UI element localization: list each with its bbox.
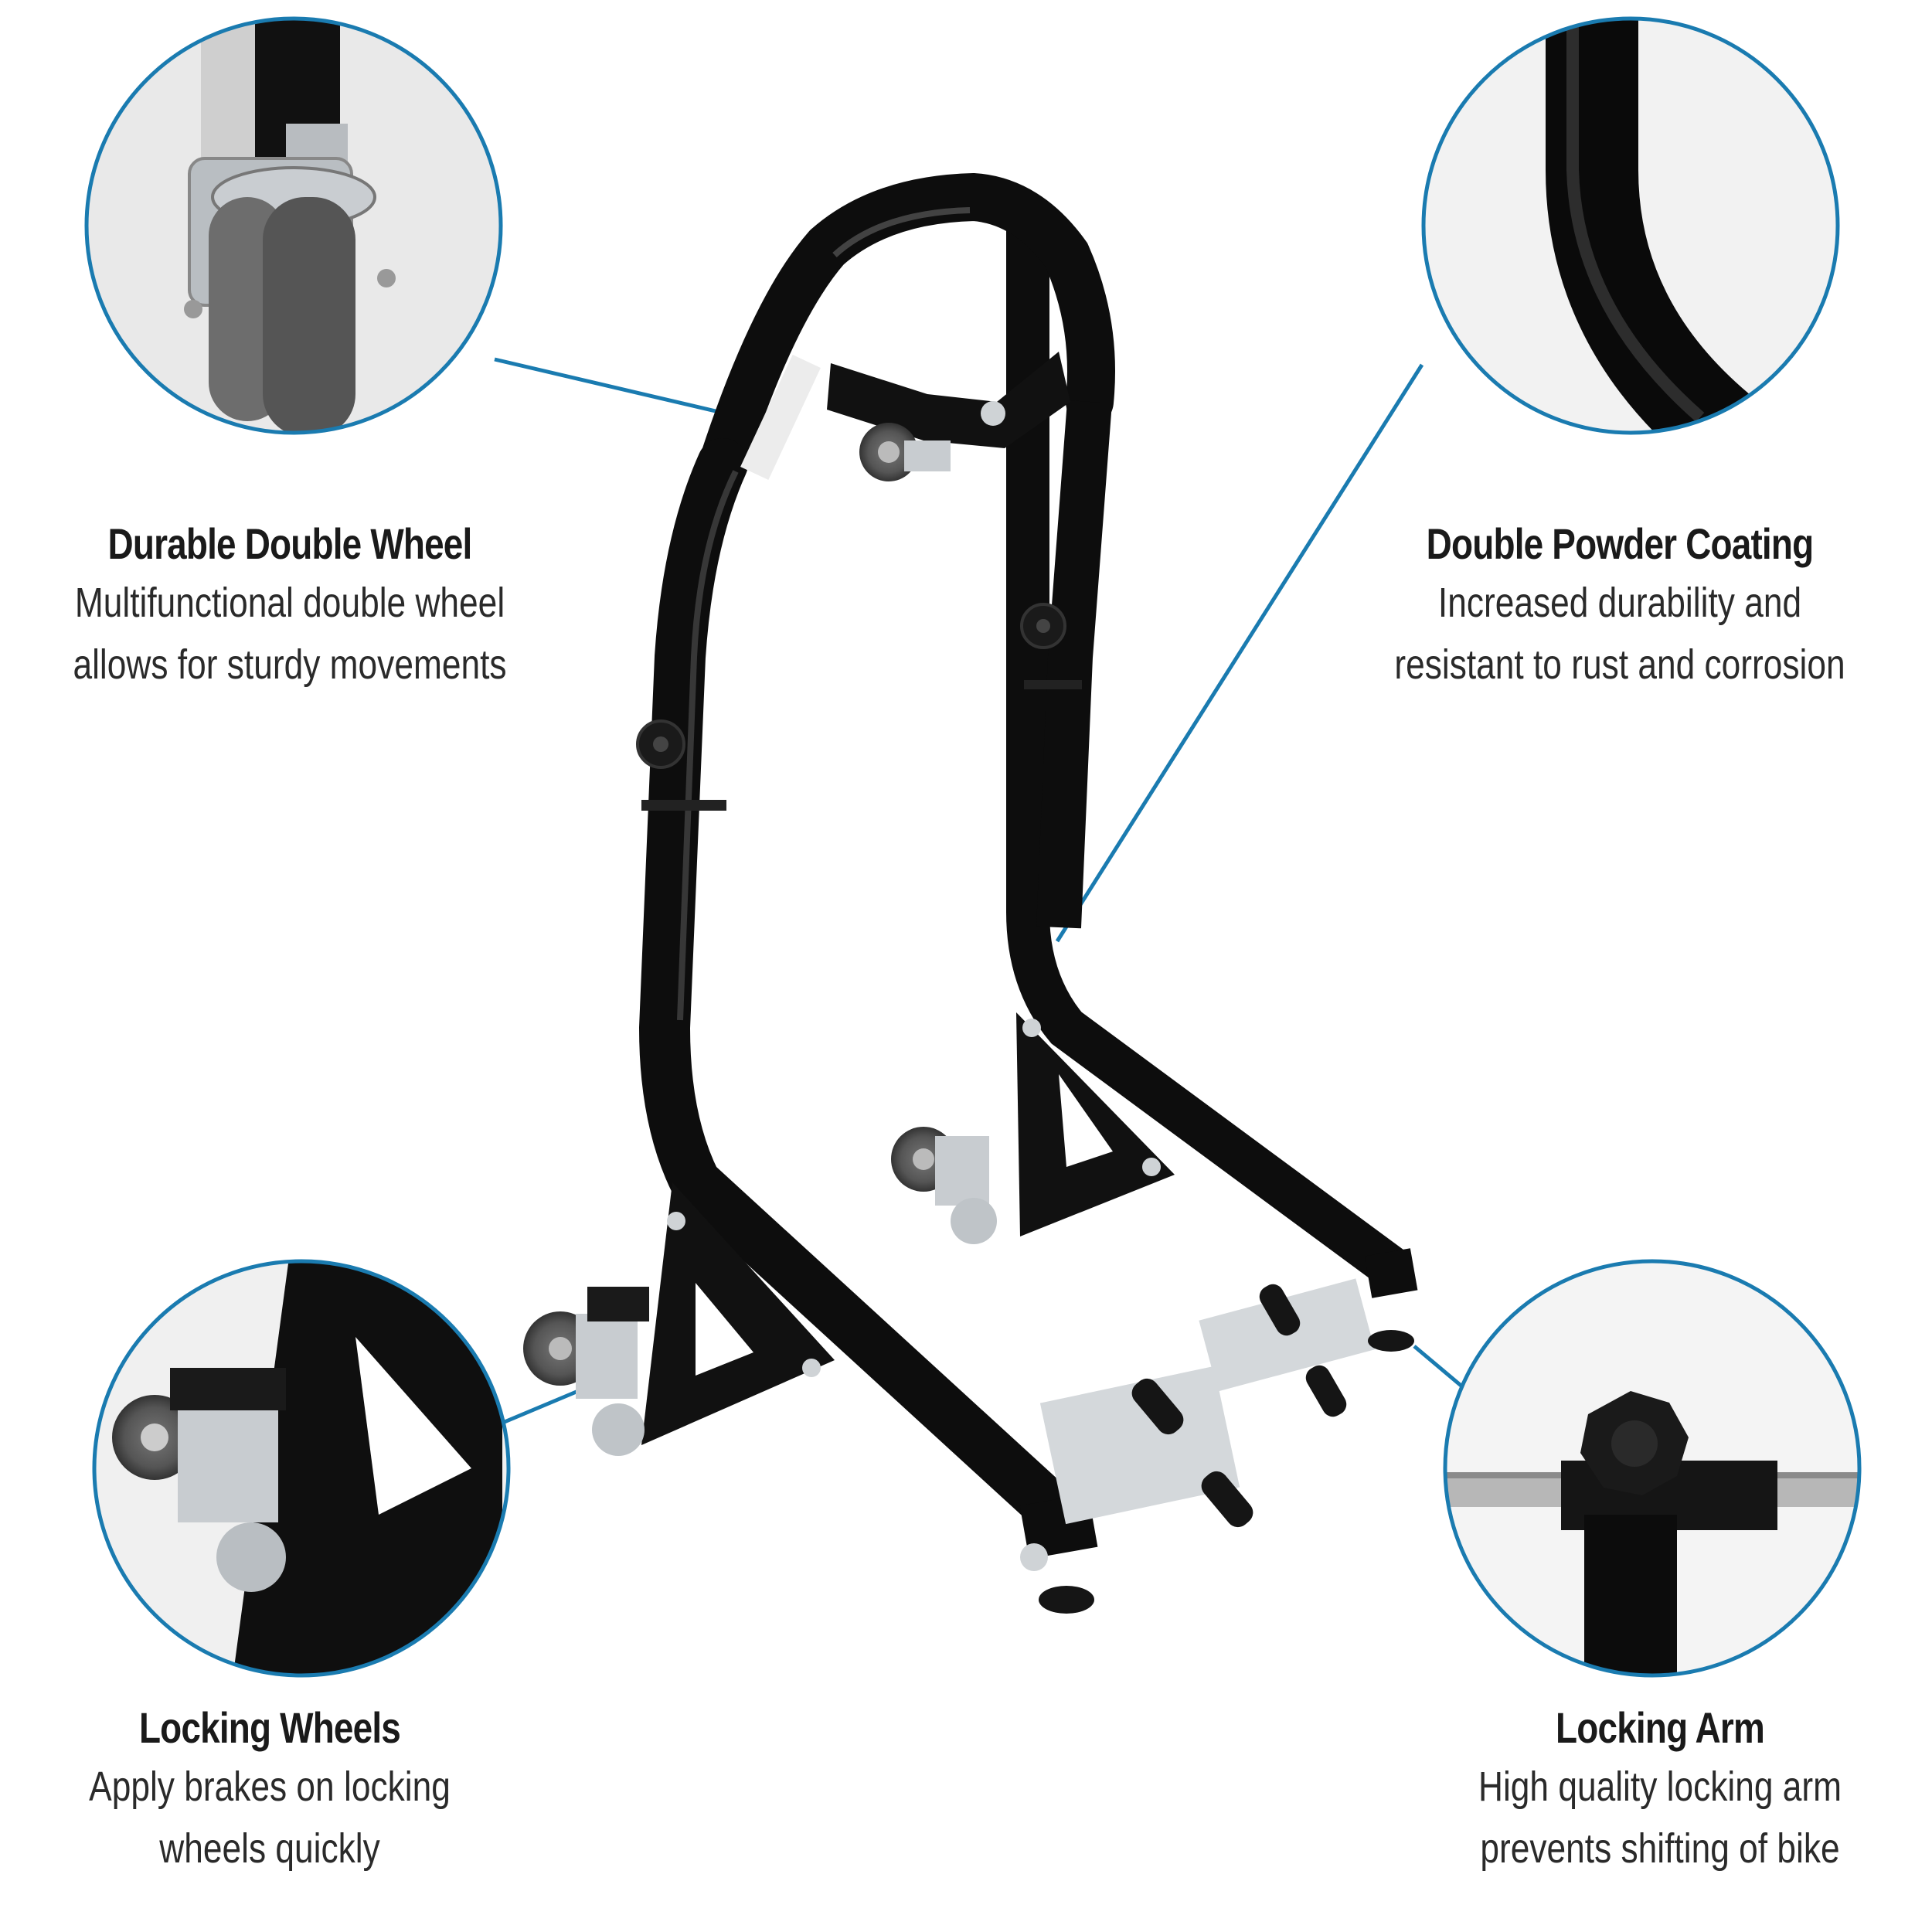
stand-right-upper-tube — [1036, 400, 1112, 929]
callout-locking-wheels: Locking Wheels Apply brakes on locking w… — [0, 1700, 579, 1879]
detail-double-wheel-photo — [84, 16, 503, 435]
warning-sticker — [740, 355, 821, 480]
front-foot-knob — [1039, 1586, 1094, 1614]
callout-desc-line: resistant to rust and corrosion — [1394, 641, 1845, 688]
detail-locking-wheels-photo — [92, 1259, 511, 1678]
callout-locking-arm: Locking Arm High quality locking arm pre… — [1351, 1700, 1932, 1879]
callout-desc-line: allows for sturdy movements — [73, 641, 507, 688]
rear-end-cap — [1364, 1248, 1418, 1298]
stand-left-tube — [638, 438, 1084, 1540]
callout-durable-double-wheel: Durable Double Wheel Multifunctional dou… — [0, 516, 599, 696]
rear-base-plate — [1016, 1012, 1175, 1236]
leader-line-locking-arm — [1413, 1345, 1464, 1389]
callout-title: Double Powder Coating — [1426, 519, 1814, 568]
detail-powder-coating-photo — [1421, 16, 1840, 435]
front-caster-wheel-2 — [592, 1403, 645, 1456]
front-fork-plate — [1039, 1366, 1240, 1525]
callout-title: Locking Wheels — [138, 1703, 401, 1752]
callout-desc-line: prevents shifting of bike — [1480, 1825, 1840, 1872]
stand-right-tube — [1006, 210, 1413, 1289]
stand-illustration — [523, 172, 1418, 1614]
callout-title: Durable Double Wheel — [107, 519, 473, 568]
callout-desc-line: wheels quickly — [159, 1825, 380, 1872]
front-base-plate — [641, 1182, 835, 1445]
rear-caster-wheel-2 — [951, 1198, 997, 1244]
callout-desc-line: Increased durability and — [1437, 580, 1802, 626]
leader-lines — [494, 357, 1464, 1426]
callout-title: Locking Arm — [1556, 1703, 1765, 1752]
leader-line-locking-wheels — [500, 1385, 588, 1426]
leader-line-powder-coating — [1055, 363, 1424, 943]
callout-desc-line: Multifunctional double wheel — [74, 580, 505, 626]
callout-double-powder-coating: Double Powder Coating Increased durabili… — [1311, 516, 1929, 696]
stand-top-arch — [699, 172, 1115, 488]
leader-line-double-wheel — [494, 357, 743, 420]
callout-desc-line: High quality locking arm — [1478, 1764, 1842, 1810]
detail-locking-arm-photo — [1443, 1259, 1862, 1678]
callout-desc-line: Apply brakes on locking — [89, 1764, 451, 1810]
